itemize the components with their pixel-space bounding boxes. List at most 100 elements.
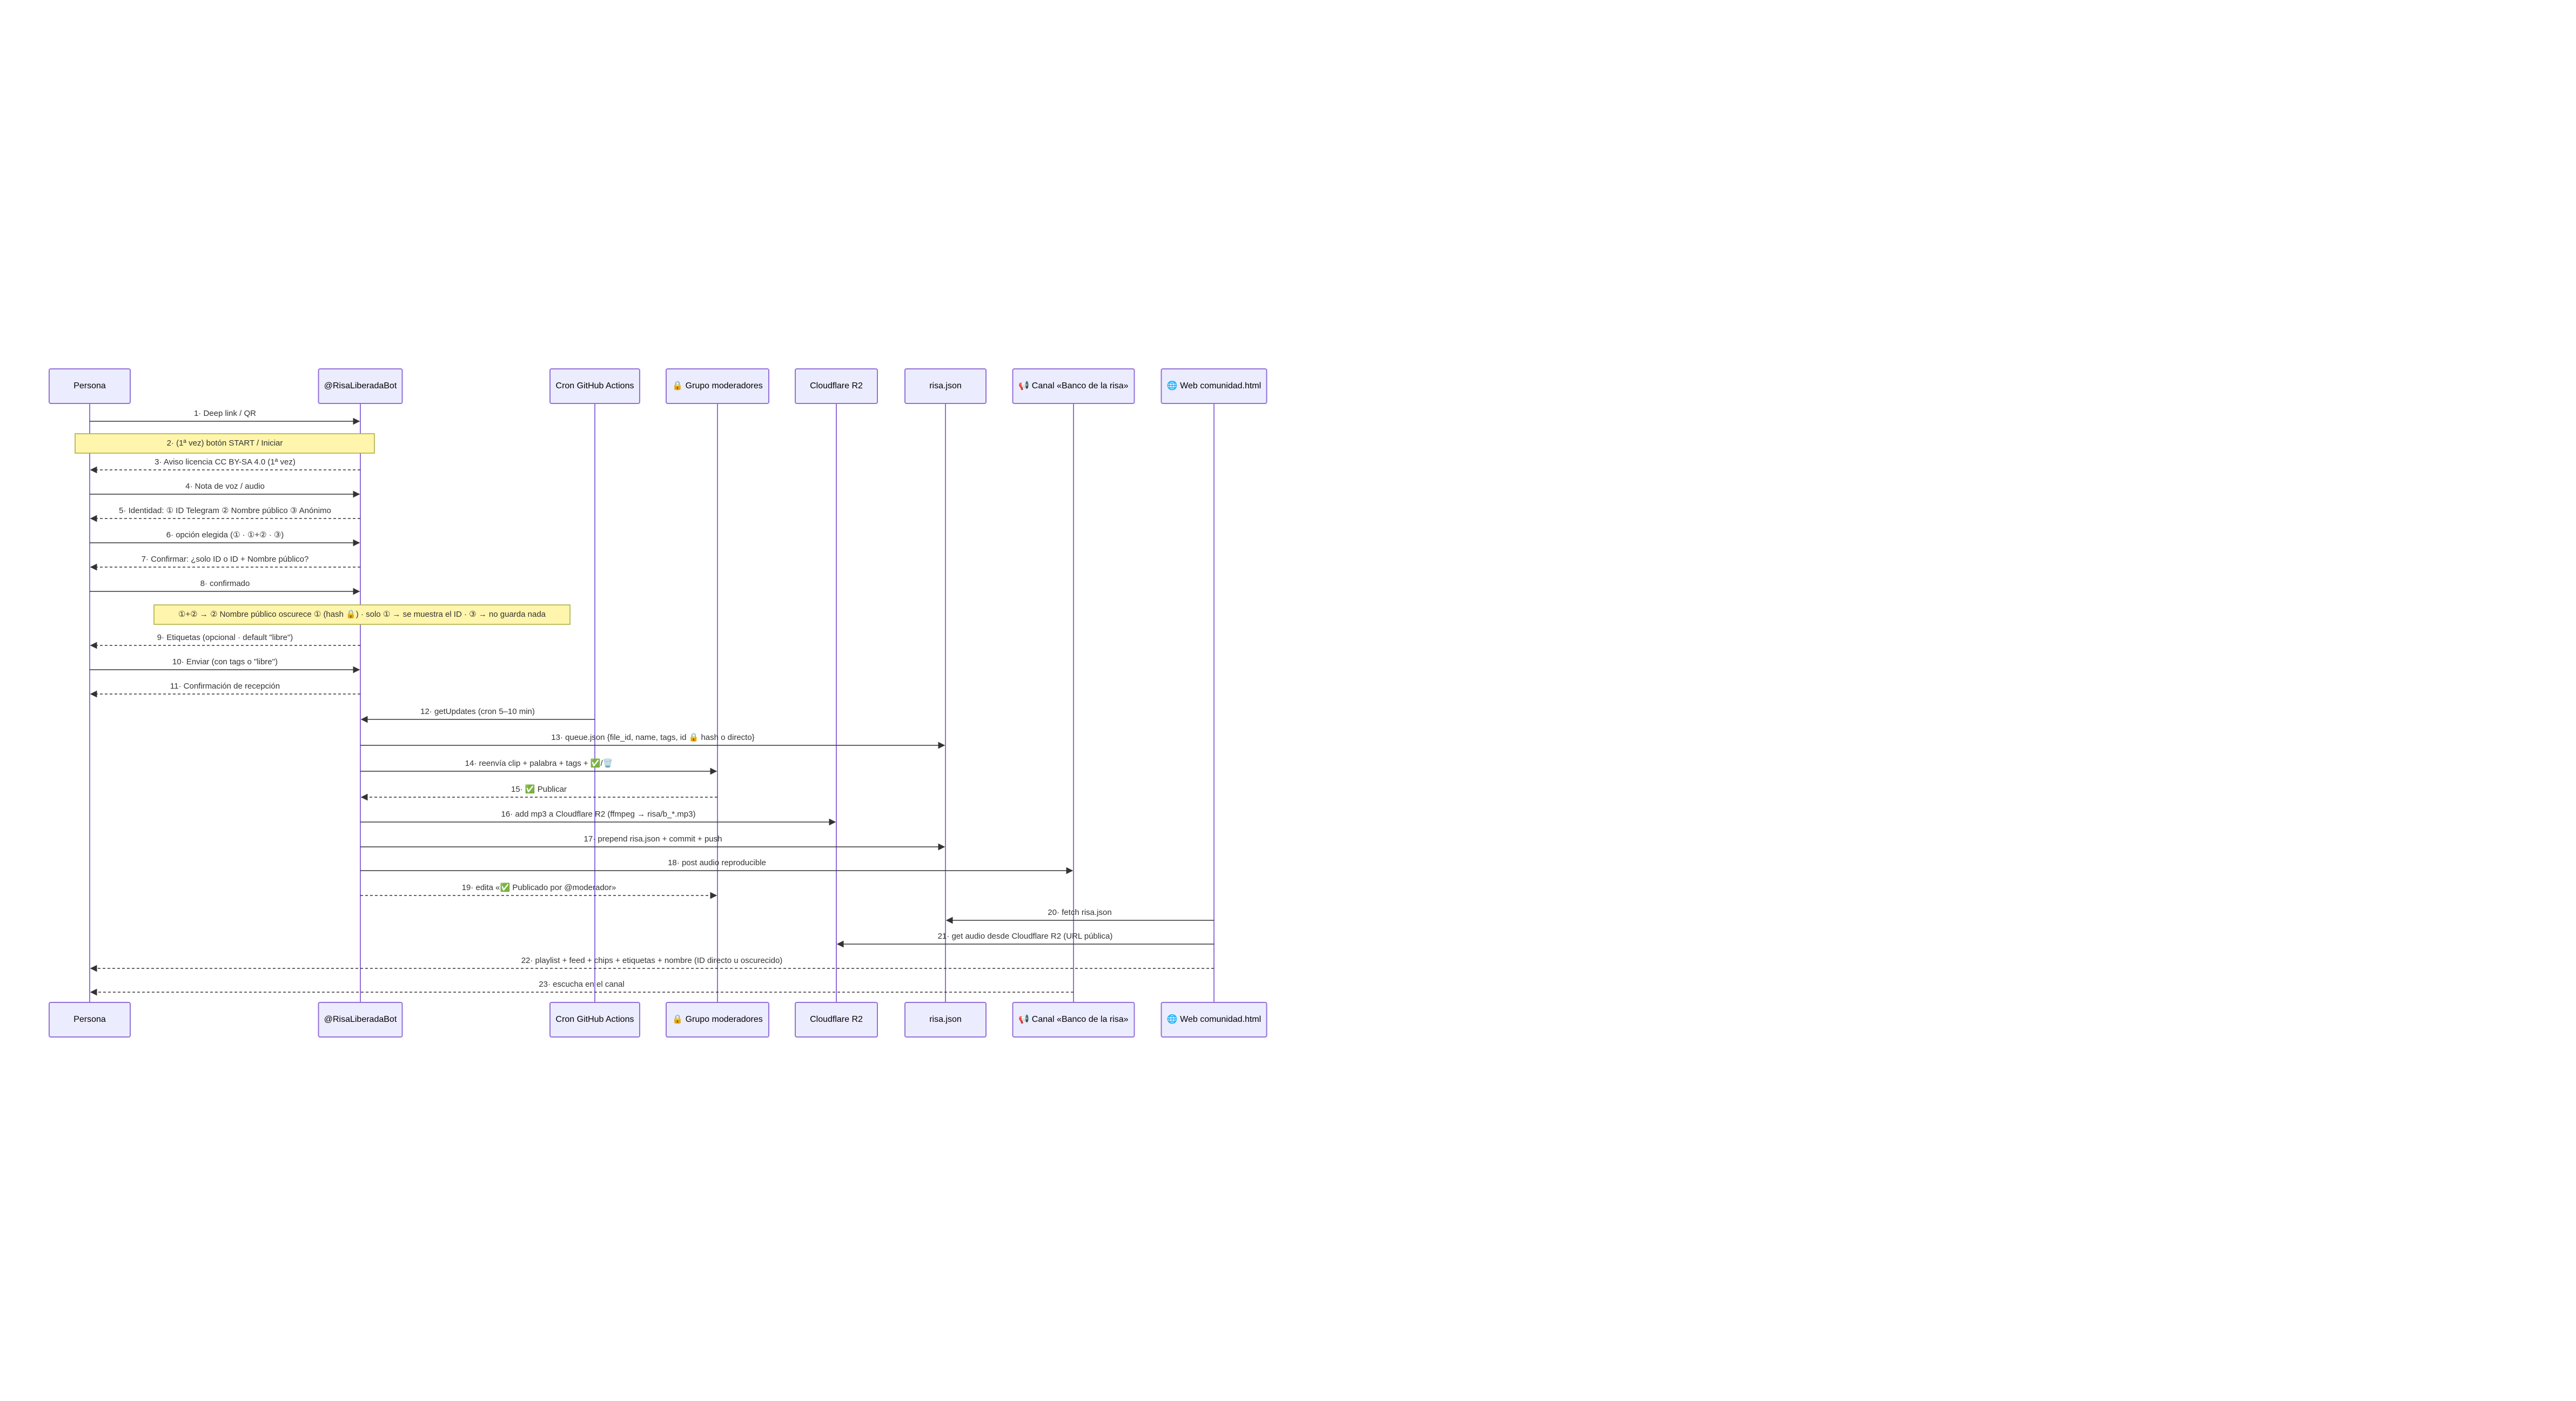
message-label: 11· Confirmación de recepción <box>170 682 280 691</box>
actor-label: 🌐 Web comunidad.html <box>1167 1014 1261 1024</box>
message-12: 11· Confirmación de recepción <box>90 682 360 698</box>
actor-label: Cron GitHub Actions <box>556 381 634 390</box>
actor-cron-top: Cron GitHub Actions <box>549 368 640 404</box>
message-5: 5· Identidad: ① ID Telegram ② Nombre púb… <box>90 506 360 522</box>
actor-label: risa.json <box>929 381 962 390</box>
message-label: 12· getUpdates (cron 5–10 min) <box>420 707 535 716</box>
note-box <box>153 604 571 625</box>
actor-label: 📢 Canal «Banco de la risa» <box>1018 1014 1128 1024</box>
actor-label: Cron GitHub Actions <box>556 1015 634 1024</box>
note-text: 2· (1ª vez) botón START / Iniciar <box>167 439 283 448</box>
message-8: 8· confirmado <box>90 579 360 595</box>
message-label: 22· playlist + feed + chips + etiquetas … <box>521 956 783 965</box>
actor-r2-top: Cloudflare R2 <box>795 368 878 404</box>
message-label: 18· post audio reproducible <box>668 858 766 867</box>
actor-label: risa.json <box>929 1015 962 1024</box>
actor-box <box>1012 368 1135 404</box>
actor-bot-top: @RisaLiberadaBot <box>318 368 403 404</box>
message-label: 3· Aviso licencia CC BY-SA 4.0 (1ª vez) <box>155 457 296 467</box>
actor-canal-top: 📢 Canal «Banco de la risa» <box>1012 368 1135 404</box>
actor-web-bottom: 🌐 Web comunidad.html <box>1160 1002 1267 1038</box>
top-actor-row: Persona @RisaLiberadaBot Cron GitHub Actio… <box>49 368 1267 404</box>
actor-mods-top: 🔒 Grupo moderadores <box>666 368 769 404</box>
actor-label: Cloudflare R2 <box>810 1015 863 1024</box>
message-label: 8· confirmado <box>200 579 250 588</box>
message-label: 1· Deep link / QR <box>194 409 256 418</box>
actor-mods-bottom: 🔒 Grupo moderadores <box>666 1002 769 1038</box>
message-13: 12· getUpdates (cron 5–10 min) <box>360 707 595 723</box>
actor-label: 🌐 Web comunidad.html <box>1167 380 1261 390</box>
note-2: 2· (1ª vez) botón START / Iniciar <box>75 433 375 454</box>
message-label: 5· Identidad: ① ID Telegram ② Nombre púb… <box>119 506 331 515</box>
message-label: 4· Nota de voz / audio <box>185 482 265 491</box>
actor-web-top: 🌐 Web comunidad.html <box>1160 368 1267 404</box>
note-box <box>75 433 375 454</box>
message-17: 16· add mp3 a Cloudflare R2 (ffmpeg → ri… <box>360 810 836 826</box>
actor-box <box>549 1002 640 1038</box>
message-22: 21· get audio desde Cloudflare R2 (URL p… <box>836 932 1214 948</box>
message-19: 18· post audio reproducible <box>360 858 1074 874</box>
actor-r2-bottom: Cloudflare R2 <box>795 1002 878 1038</box>
message-20: 19· edita «✅ Publicado por @moderador» <box>360 883 717 899</box>
message-21: 20· fetch risa.json <box>945 908 1214 924</box>
message-label: 19· edita «✅ Publicado por @moderador» <box>462 883 616 892</box>
message-16: 15· ✅ Publicar <box>360 784 717 801</box>
actor-box <box>666 1002 769 1038</box>
actor-box <box>318 368 403 404</box>
message-10: 9· Etiquetas (opcional · default "libre"… <box>90 633 360 649</box>
actor-canal-bottom: 📢 Canal «Banco de la risa» <box>1012 1002 1135 1038</box>
actor-label: @RisaLiberadaBot <box>324 381 397 390</box>
actor-box <box>904 1002 987 1038</box>
actor-json-bottom: risa.json <box>904 1002 987 1038</box>
message-label: 23· escucha en el canal <box>539 980 624 989</box>
note-text: ①+② → ② Nombre público oscurece ① (hash … <box>178 610 546 619</box>
actor-bot-bottom: @RisaLiberadaBot <box>318 1002 403 1038</box>
message-24: 23· escucha en el canal <box>90 980 1074 996</box>
message-4: 4· Nota de voz / audio <box>90 482 360 498</box>
actor-label: Persona <box>73 381 106 390</box>
message-label: 15· ✅ Publicar <box>511 784 567 794</box>
message-label: 6· opción elegida (① · ①+② · ③) <box>166 530 284 540</box>
message-7: 7· Confirmar: ¿solo ID o ID + Nombre púb… <box>90 555 360 571</box>
message-label: 7· Confirmar: ¿solo ID o ID + Nombre púb… <box>142 555 309 564</box>
message-23: 22· playlist + feed + chips + etiquetas … <box>90 956 1214 972</box>
actor-box <box>795 368 878 404</box>
message-label: 9· Etiquetas (opcional · default "libre"… <box>157 633 293 642</box>
message-label: 14· reenvía clip + palabra + tags + ✅/🗑️ <box>465 758 613 768</box>
actor-box <box>318 1002 403 1038</box>
message-label: 21· get audio desde Cloudflare R2 (URL p… <box>938 932 1113 941</box>
actor-box <box>49 368 131 404</box>
message-sequence: 1· Deep link / QR 2· (1ª vez) botón START… <box>75 409 1214 996</box>
actor-box <box>666 368 769 404</box>
actor-box <box>1160 1002 1267 1038</box>
message-label: 16· add mp3 a Cloudflare R2 (ffmpeg → ri… <box>501 810 696 819</box>
actor-persona-top: Persona <box>49 368 131 404</box>
actor-label: Cloudflare R2 <box>810 381 863 390</box>
message-3: 3· Aviso licencia CC BY-SA 4.0 (1ª vez) <box>90 457 360 474</box>
actor-box <box>549 368 640 404</box>
actor-box <box>49 1002 131 1038</box>
message-label: 20· fetch risa.json <box>1048 908 1111 917</box>
actor-label: 🔒 Grupo moderadores <box>672 1014 763 1024</box>
actor-json-top: risa.json <box>904 368 987 404</box>
actor-box <box>1160 368 1267 404</box>
actor-box <box>904 368 987 404</box>
actor-persona-bottom: Persona <box>49 1002 131 1038</box>
message-11: 10· Enviar (con tags o "libre") <box>90 657 360 673</box>
message-label: 17· prepend risa.json + commit + push <box>584 834 722 844</box>
actor-cron-bottom: Cron GitHub Actions <box>549 1002 640 1038</box>
actor-label: @RisaLiberadaBot <box>324 1015 397 1024</box>
message-label: 13· queue.json {file_id, name, tags, id … <box>551 733 754 742</box>
message-6: 6· opción elegida (① · ①+② · ③) <box>90 530 360 547</box>
note-9: ①+② → ② Nombre público oscurece ① (hash … <box>153 604 571 625</box>
bottom-actor-row: Persona @RisaLiberadaBot Cron GitHub Actio… <box>49 1002 1267 1038</box>
actor-label: 📢 Canal «Banco de la risa» <box>1018 380 1128 390</box>
actor-box <box>795 1002 878 1038</box>
actor-label: Persona <box>73 1015 106 1024</box>
message-1: 1· Deep link / QR <box>90 409 360 425</box>
actor-label: 🔒 Grupo moderadores <box>672 381 763 390</box>
actor-box <box>1012 1002 1135 1038</box>
message-label: 10· Enviar (con tags o "libre") <box>172 657 278 666</box>
lifelines <box>89 403 1215 1002</box>
